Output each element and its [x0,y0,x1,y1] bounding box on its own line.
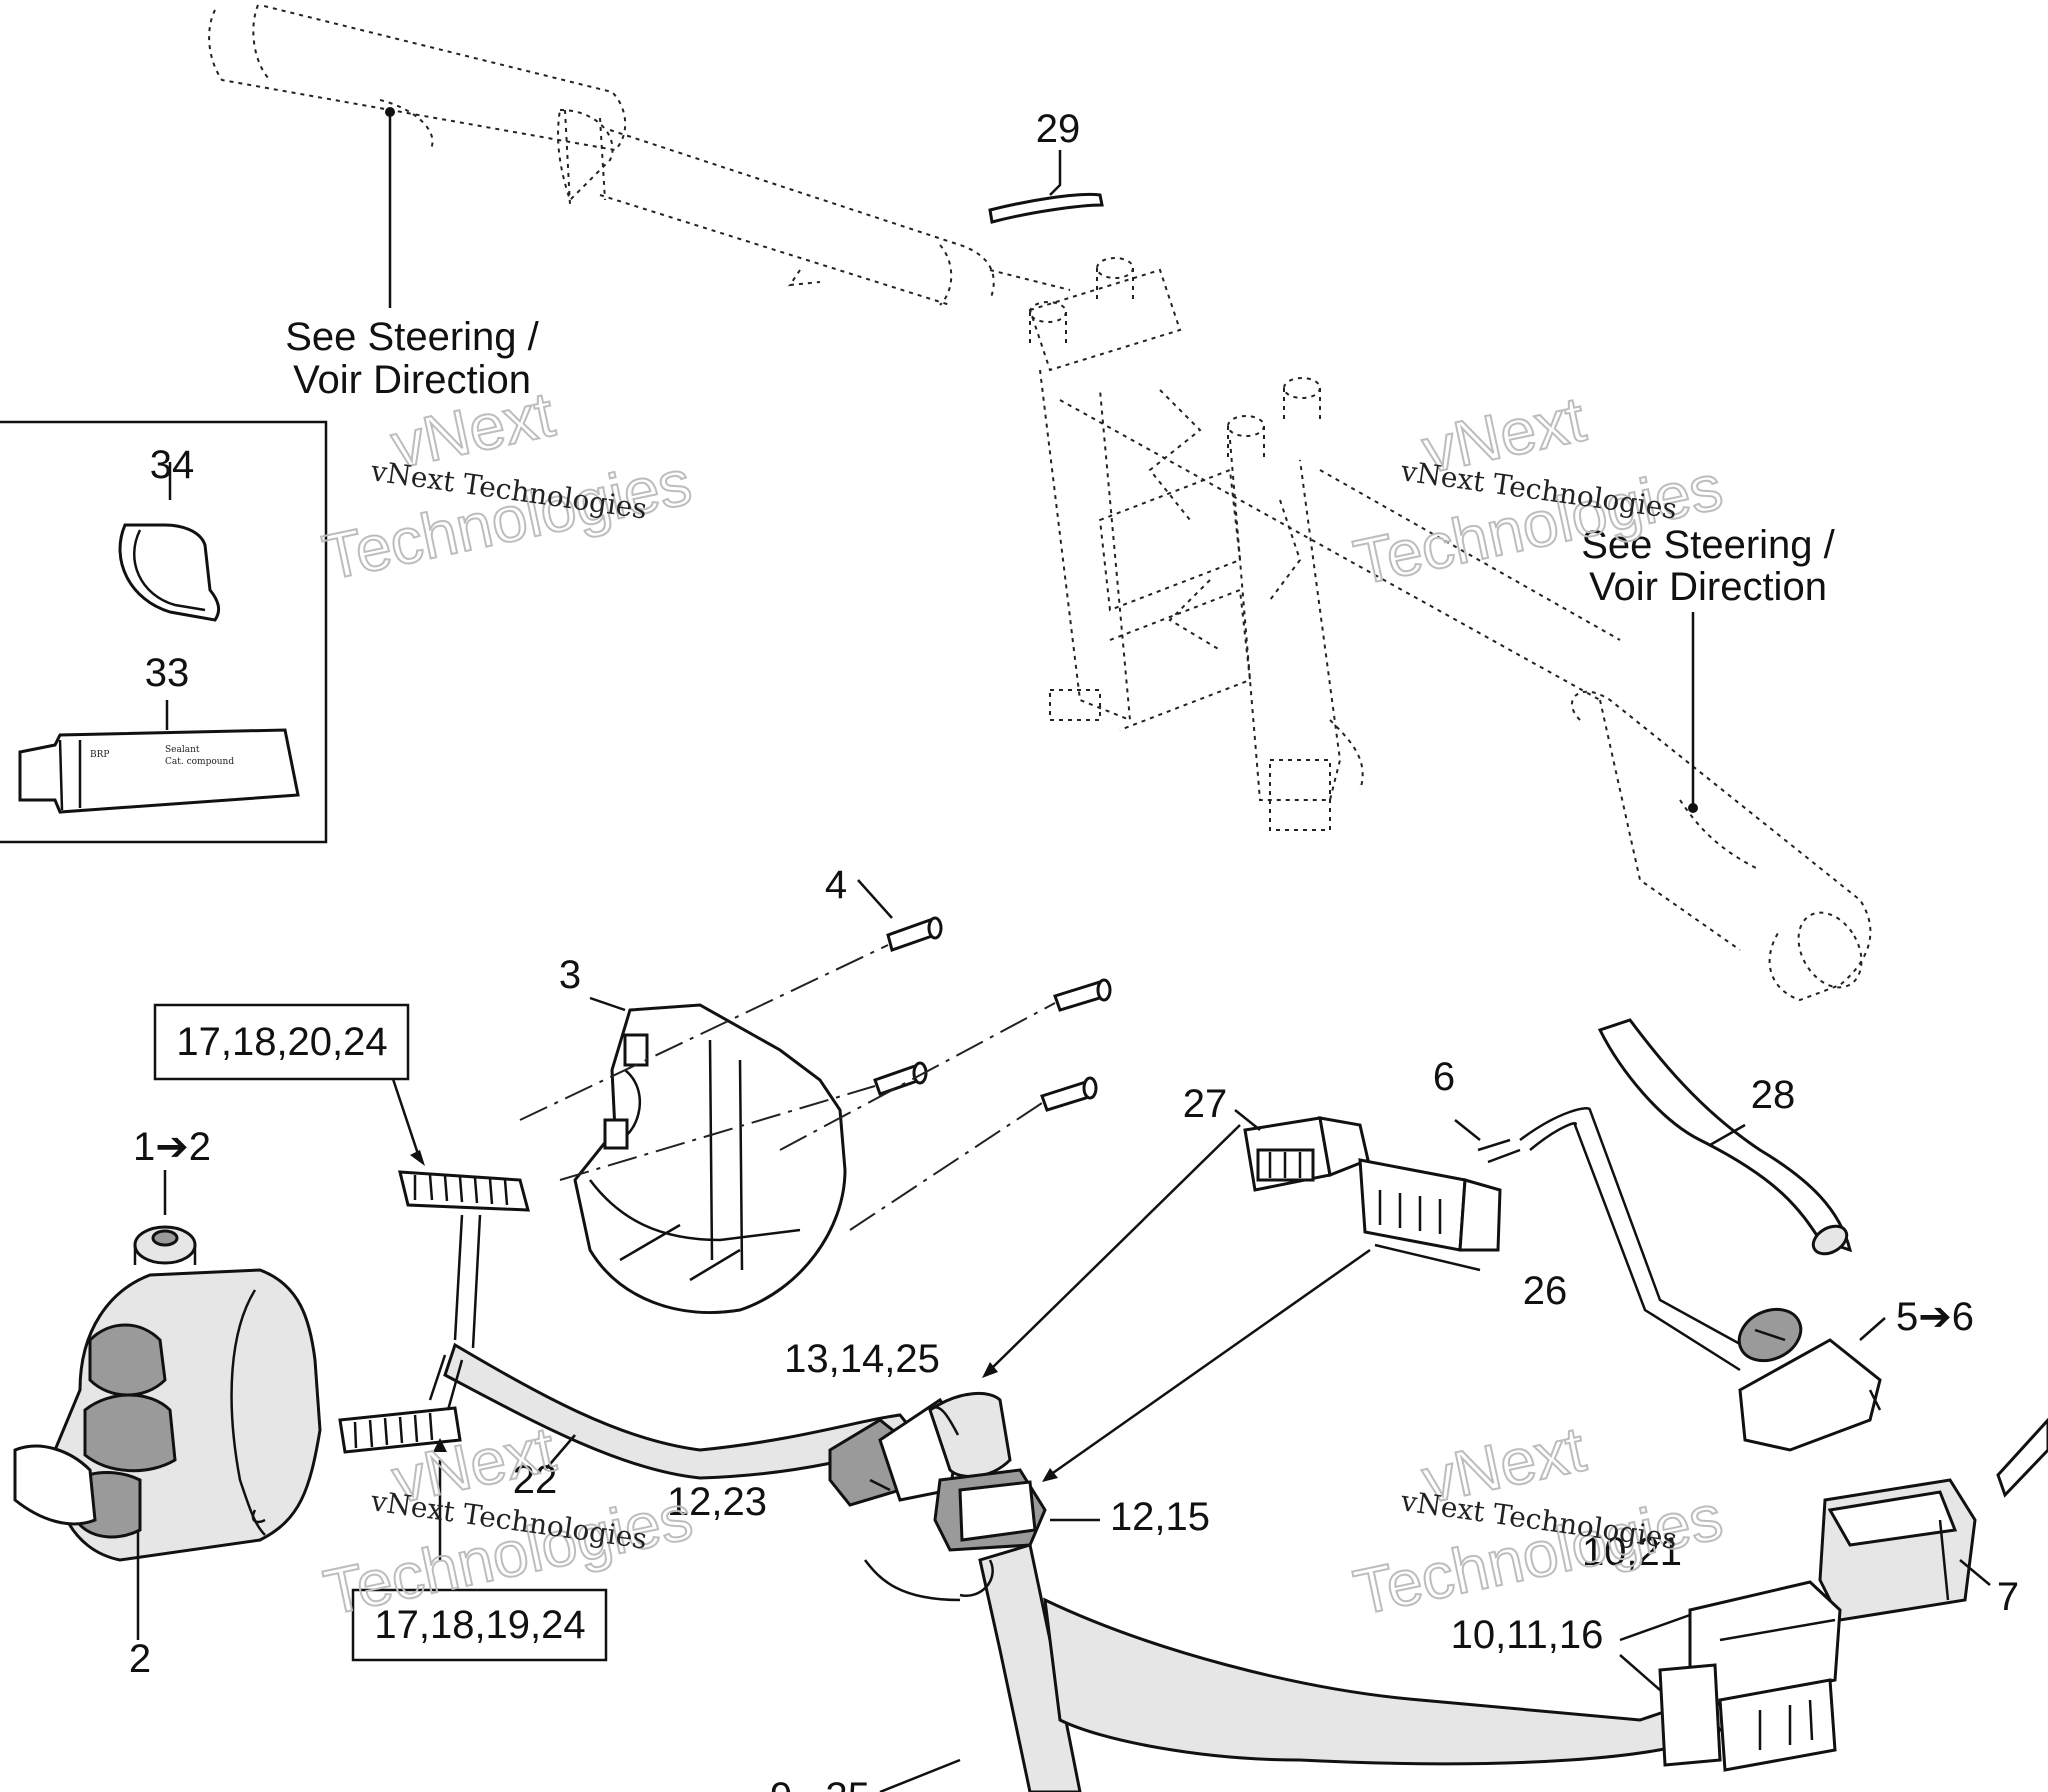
reference-left-line1: See Steering / [285,315,539,359]
part-28-hose [1597,1018,1853,1256]
connector-bottom [338,1406,462,1560]
callout-2: 2 [129,1637,151,1681]
callout-34: 34 [150,443,195,487]
callout-6: 6 [1433,1055,1455,1099]
callout-13-14-25: 13,14,25 [784,1337,940,1381]
part-27-connector [1243,1116,1370,1192]
callout-10-21: 10,21 [1582,1530,1682,1574]
part-5-switch [1737,1307,1882,1452]
callout-26: 26 [1523,1269,1568,1313]
part-26-connector [1358,1158,1502,1252]
tube-label-line2: Sealant [165,745,200,755]
callout-10-11-16: 10,11,16 [1451,1613,1604,1657]
boxed-callout-bottom-text: 17,18,19,24 [374,1603,585,1647]
callout-33: 33 [145,651,190,695]
part-1-control-pod [13,1170,322,1640]
callout-3: 3 [559,953,581,997]
inset-box: BRP Sealant Cat. compound [0,420,328,844]
connector-top [383,1054,530,1212]
callout-4: 4 [825,863,847,907]
callout-7: 7 [1997,1575,2019,1619]
part-3-housing [573,1003,847,1314]
callout-28: 28 [1751,1073,1796,1117]
reference-left-line2: Voir Direction [293,358,531,402]
leader-lines [589,996,1991,1792]
reference-right-line2: Voir Direction [1589,565,1827,609]
callout-22: 22 [513,1458,558,1502]
part-4-screws [519,879,1112,1231]
part-22-harness [428,1214,1723,1792]
callout-5-to-6: 5➔6 [1896,1295,1974,1339]
connector-cluster [828,1391,1047,1602]
boxed-callout-top-text: 17,18,20,24 [176,1020,387,1064]
leader-dot [385,107,395,117]
tube-label-line1: BRP [90,750,109,760]
callout-12-15: 12,15 [1110,1495,1210,1539]
boxed-callout-bottom [351,1588,608,1662]
callout-labels: 29 34 33 4 3 27 6 28 1➔2 26 5➔6 13,14,25… [129,107,2019,1792]
callout-9-35: 9 , 35 [770,1775,870,1792]
callout-12-23: 12,23 [667,1480,767,1524]
handlebar-assembly [208,4,1872,1002]
connector-stack [1658,1580,1842,1772]
callout-27: 27 [1183,1082,1228,1126]
boxed-callout-top [153,1003,410,1081]
part-29-hose [988,150,1104,224]
arrowheads [410,1150,1058,1482]
riser-bolts [1029,257,1321,460]
tube-label-line3: Cat. compound [165,757,234,767]
part-7-block [1818,1417,2048,1622]
callout-1-to-2: 1➔2 [133,1125,211,1169]
leader-dot [1688,803,1698,813]
reference-right-line1: See Steering / [1581,523,1835,567]
part-6-wires [1477,1107,1761,1372]
callout-29: 29 [1036,107,1081,151]
